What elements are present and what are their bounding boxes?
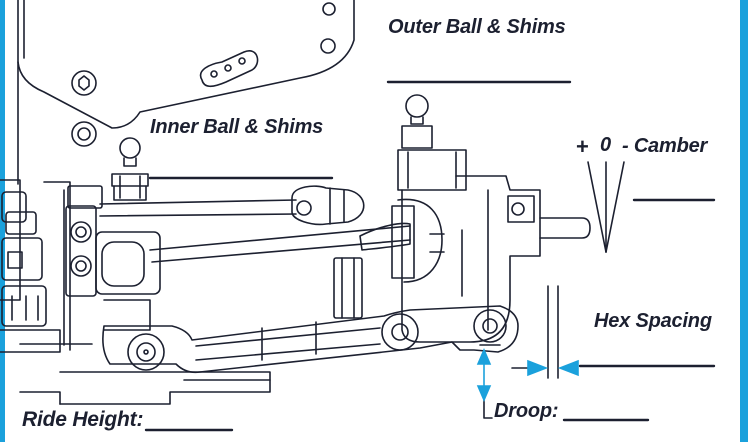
ride-height-label: Ride Height: <box>22 408 144 431</box>
droop-indicator <box>483 399 493 419</box>
inner-ball-label: Inner Ball & Shims <box>150 116 324 138</box>
camber-indicator <box>587 161 625 253</box>
shock-mount <box>333 257 363 319</box>
chassis-base <box>19 371 271 405</box>
inner-ball-stud <box>111 137 149 201</box>
chassis-top-plate <box>17 0 355 147</box>
outer-ball-label: Outer Ball & Shims <box>388 16 566 38</box>
camber-zero-label: 0 <box>600 134 611 156</box>
camber-link <box>99 185 411 263</box>
hex-spacing-label: Hex Spacing <box>594 310 712 332</box>
hex-arrow-left <box>527 359 549 377</box>
droop-arrow-up <box>476 347 492 365</box>
right-frame-border <box>740 0 748 442</box>
camber-label: - Camber <box>622 135 708 157</box>
hex-arrow-right <box>557 359 579 377</box>
bulkhead <box>0 61 161 353</box>
steering-knuckle <box>391 94 591 343</box>
droop-label: Droop: <box>494 400 559 422</box>
droop-arrow-down <box>476 385 492 403</box>
lower-arm <box>102 305 519 374</box>
camber-plus-label: + <box>576 134 589 159</box>
